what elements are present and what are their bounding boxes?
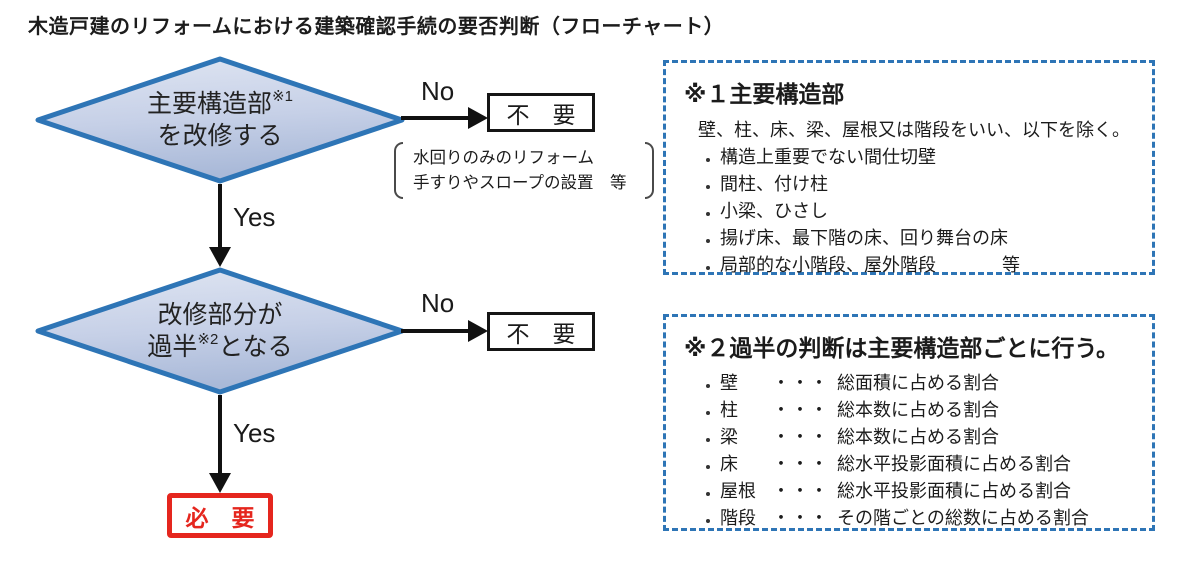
footnote-2-list: 壁・・・総面積に占める割合 柱・・・総本数に占める割合 梁・・・総本数に占める割… [698, 370, 1136, 532]
decision-1: 主要構造部※1 を改修する [35, 56, 405, 184]
exception-note-line1: 水回りのみのリフォーム [413, 148, 595, 167]
list-item: 柱・・・総本数に占める割合 [720, 397, 1136, 424]
connector-yes-2 [218, 395, 222, 475]
decision-2-line2: 過半※2となる [147, 330, 293, 361]
footnote-box-2: ※２過半の判断は主要構造部ごとに行う。 壁・・・総面積に占める割合 柱・・・総本… [663, 314, 1155, 531]
list-item: 壁・・・総面積に占める割合 [720, 370, 1136, 397]
list-item: 床・・・総水平投影面積に占める割合 [720, 451, 1136, 478]
footnote-box-1: ※１主要構造部 壁、柱、床、梁、屋根又は階段をいい、以下を除く。 構造上重要でな… [663, 60, 1155, 275]
branch-label-no-1: No [421, 76, 455, 106]
decision-2-line1: 改修部分が [157, 301, 283, 329]
decision-diamond-2-shape [35, 267, 405, 395]
exception-note-line2: 手すりやスロープの設置 等 [413, 173, 627, 192]
footnote-ref-2: ※2 [197, 330, 219, 348]
left-bracket [394, 142, 403, 199]
list-item: 梁・・・総本数に占める割合 [720, 424, 1136, 451]
arrowhead-yes-2-icon [209, 473, 231, 493]
arrowhead-no-1-icon [468, 107, 488, 129]
exception-note: 水回りのみのリフォーム 手すりやスロープの設置 等 [394, 142, 654, 199]
footnote-1-title: ※１主要構造部 [684, 81, 845, 107]
decision-2: 改修部分が 過半※2となる [35, 267, 405, 395]
arrowhead-no-2-icon [468, 320, 488, 342]
etc-label: 等 [1002, 255, 1020, 275]
decision-1-line1: 主要構造部※1 [147, 87, 293, 118]
branch-label-yes-1: Yes [233, 202, 276, 232]
result-not-required-2: 不 要 [487, 312, 595, 351]
connector-no-1 [401, 116, 471, 120]
footnote-1-intro: 壁、柱、床、梁、屋根又は階段をいい、以下を除く。 [698, 120, 1130, 140]
arrowhead-yes-1-icon [209, 247, 231, 267]
result-required: 必 要 [167, 493, 273, 538]
page-title: 木造戸建のリフォームにおける建築確認手続の要否判断（フローチャート） [28, 16, 725, 38]
decision-1-line2: を改修する [157, 122, 283, 150]
footnote-2-title: ※２過半の判断は主要構造部ごとに行う。 [684, 335, 1119, 361]
right-bracket [645, 142, 654, 199]
list-item: 階段・・・その階ごとの総数に占める割合 [720, 505, 1136, 532]
list-item: 構造上重要でない間仕切壁 [720, 144, 1136, 171]
list-item: 屋根・・・総水平投影面積に占める割合 [720, 478, 1136, 505]
footnote-ref-1: ※1 [272, 87, 293, 105]
list-item: 間柱、付け柱 [720, 171, 1136, 198]
connector-yes-1 [218, 184, 222, 250]
connector-no-2 [401, 329, 471, 333]
result-not-required-1: 不 要 [487, 93, 595, 132]
branch-label-no-2: No [421, 288, 455, 318]
branch-label-yes-2: Yes [233, 418, 276, 448]
list-item: 揚げ床、最下階の床、回り舞台の床 [720, 225, 1136, 252]
footnote-1-list: 構造上重要でない間仕切壁 間柱、付け柱 小梁、ひさし 揚げ床、最下階の床、回り舞… [698, 144, 1136, 279]
decision-diamond-1-shape [35, 56, 405, 184]
list-item: 小梁、ひさし [720, 198, 1136, 225]
